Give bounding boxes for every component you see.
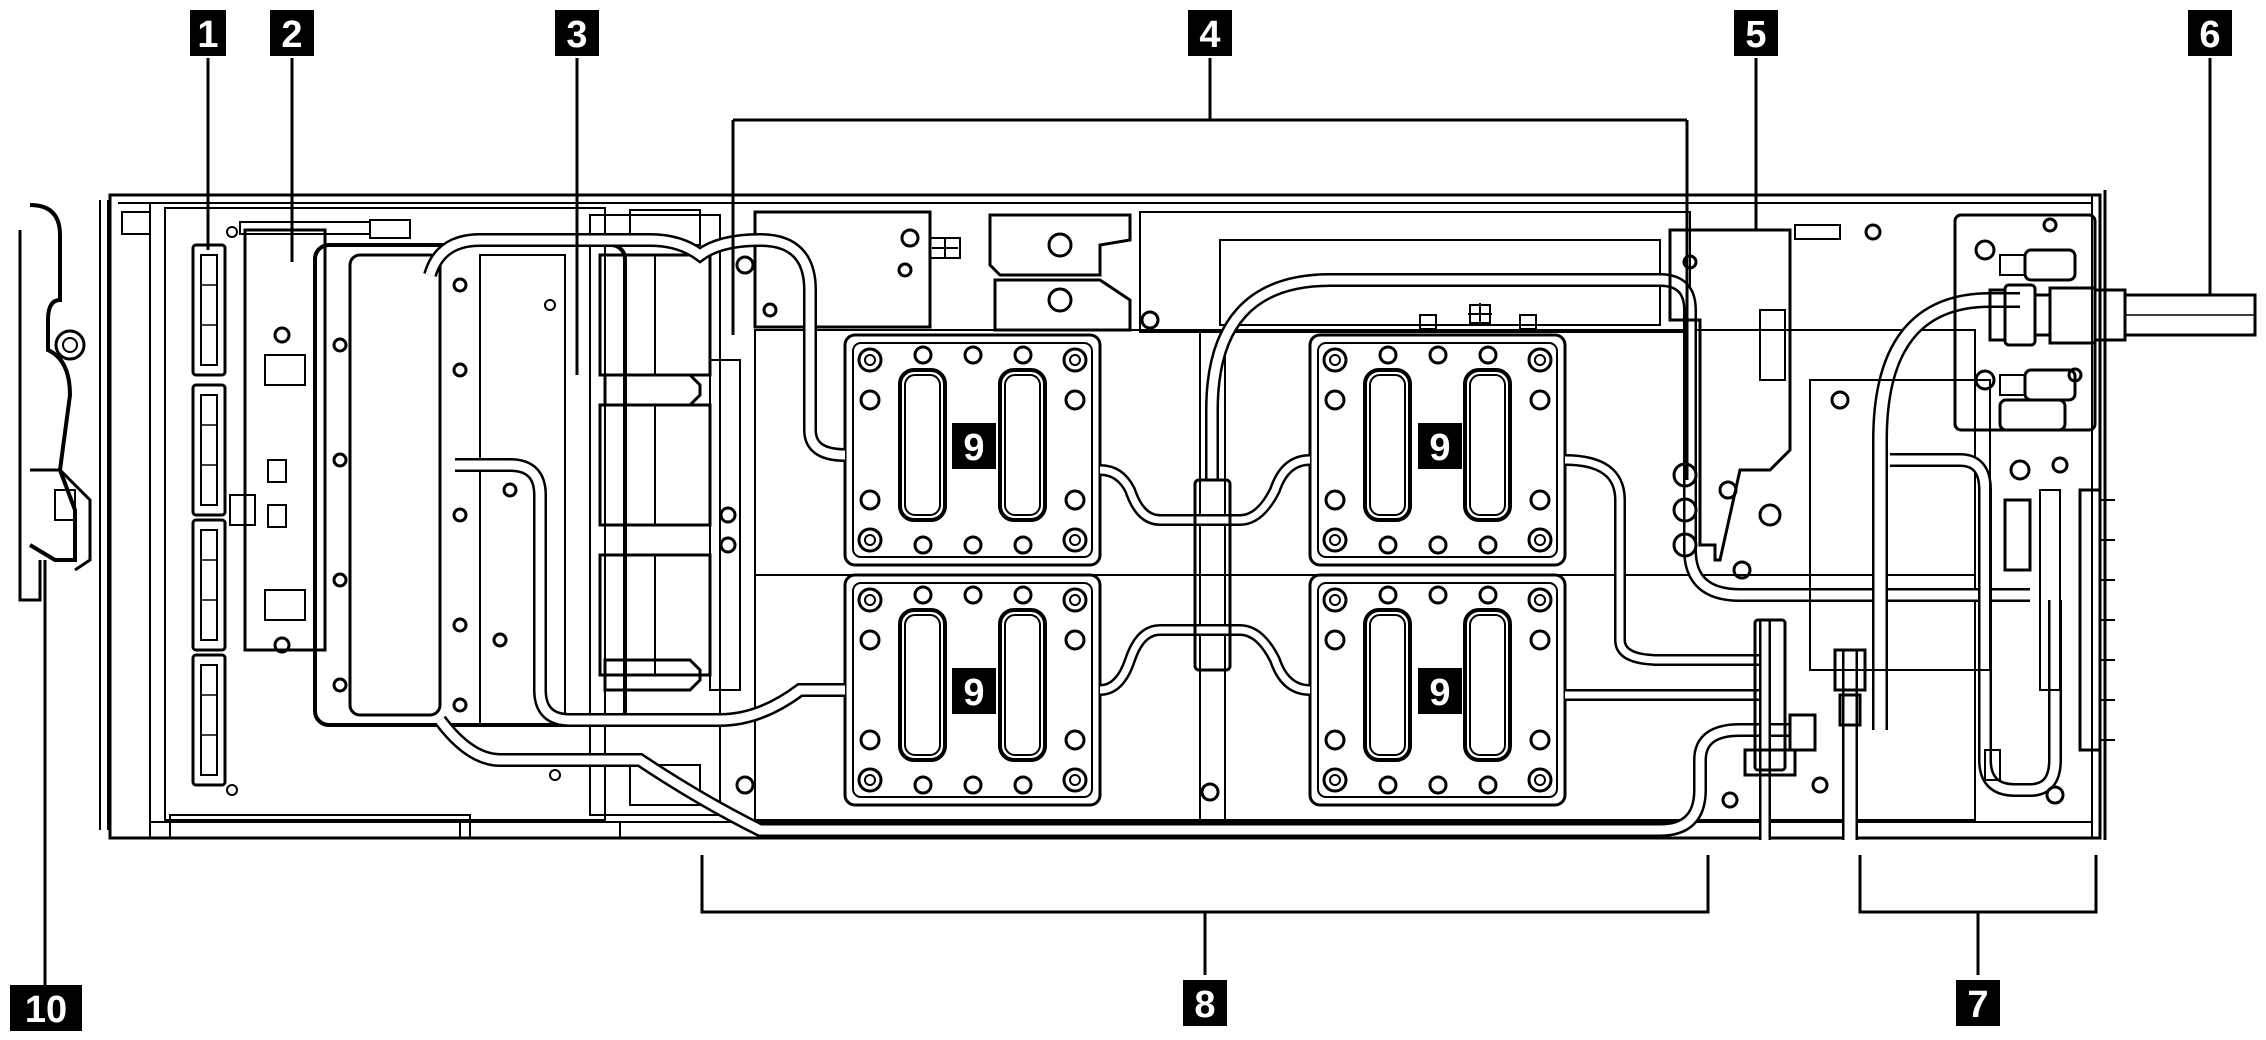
left-cold-plate [313,243,627,781]
svg-text:3: 3 [566,14,587,56]
callout-8: 8 [1183,980,1227,1026]
callout-1: 1 [190,10,226,56]
svg-text:8: 8 [1194,984,1215,1026]
memory-module-bank [589,209,741,816]
callout-9-top-left: 9 [952,423,996,469]
svg-text:1: 1 [197,14,218,56]
callout-3: 3 [555,10,599,56]
svg-text:5: 5 [1745,14,1766,56]
callout-10: 10 [10,985,82,1031]
center-bracket [1668,223,1991,809]
left-board [164,207,606,821]
svg-text:9: 9 [963,427,984,469]
front-handle [18,200,151,830]
leader-4 [731,58,1689,480]
callout-7: 7 [1956,980,2000,1026]
callout-4: 4 [1188,10,1232,56]
callout-9-bottom-left: 9 [952,668,996,714]
chassis [108,193,2102,840]
callout-6: 6 [2188,10,2232,56]
processor-cold-plates [843,333,1567,807]
left-slot-column [191,243,227,787]
callout-5: 5 [1734,10,1778,56]
leader-7 [1858,855,2098,975]
svg-text:9: 9 [1429,427,1450,469]
svg-text:2: 2 [281,14,302,56]
svg-text:4: 4 [1199,14,1220,56]
callout-9-top-right: 9 [1418,423,1462,469]
svg-text:6: 6 [2199,14,2220,56]
leader-8 [700,855,1710,975]
svg-text:9: 9 [1429,672,1450,714]
svg-text:10: 10 [25,989,67,1031]
callouts: 1 2 3 4 5 6 7 8 [10,10,2232,1031]
tube-couplers [1193,478,1867,777]
leader-lines [43,58,2212,985]
callout-2: 2 [270,10,314,56]
svg-text:9: 9 [963,672,984,714]
rear-manifold [1953,190,2257,840]
svg-text:7: 7 [1967,984,1988,1026]
callout-9-bottom-right: 9 [1418,668,1462,714]
